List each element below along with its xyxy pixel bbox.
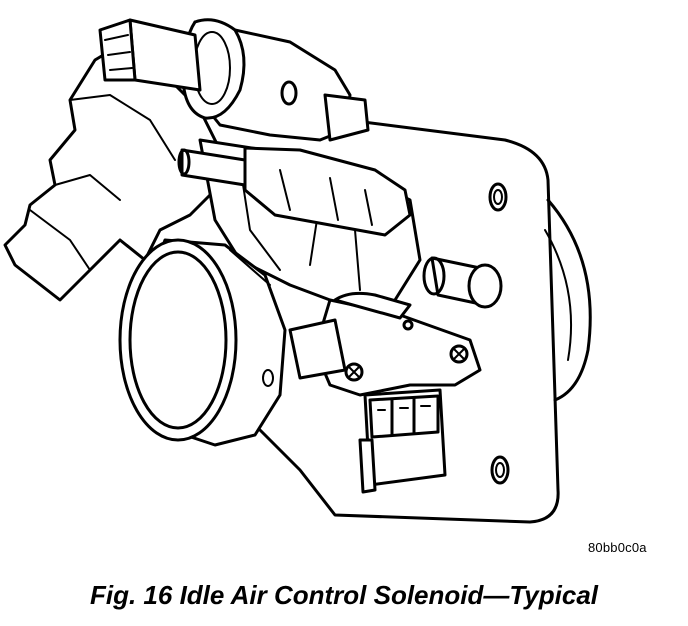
throttle-body-housing	[3, 43, 222, 371]
solenoid-connector	[177, 146, 412, 237]
mounting-bolt-holes	[488, 182, 510, 485]
figure-caption: Fig. 16 Idle Air Control Solenoid—Typica…	[89, 580, 598, 610]
throttle-position-sensor	[288, 291, 482, 397]
figure-reference-code: 80bb0c0a	[588, 540, 647, 555]
idle-air-control-solenoid	[98, 18, 370, 142]
throttle-bore	[118, 238, 287, 447]
throttle-body-illustration	[3, 18, 592, 524]
vacuum-port	[422, 256, 503, 309]
sensor-connector	[358, 388, 447, 494]
